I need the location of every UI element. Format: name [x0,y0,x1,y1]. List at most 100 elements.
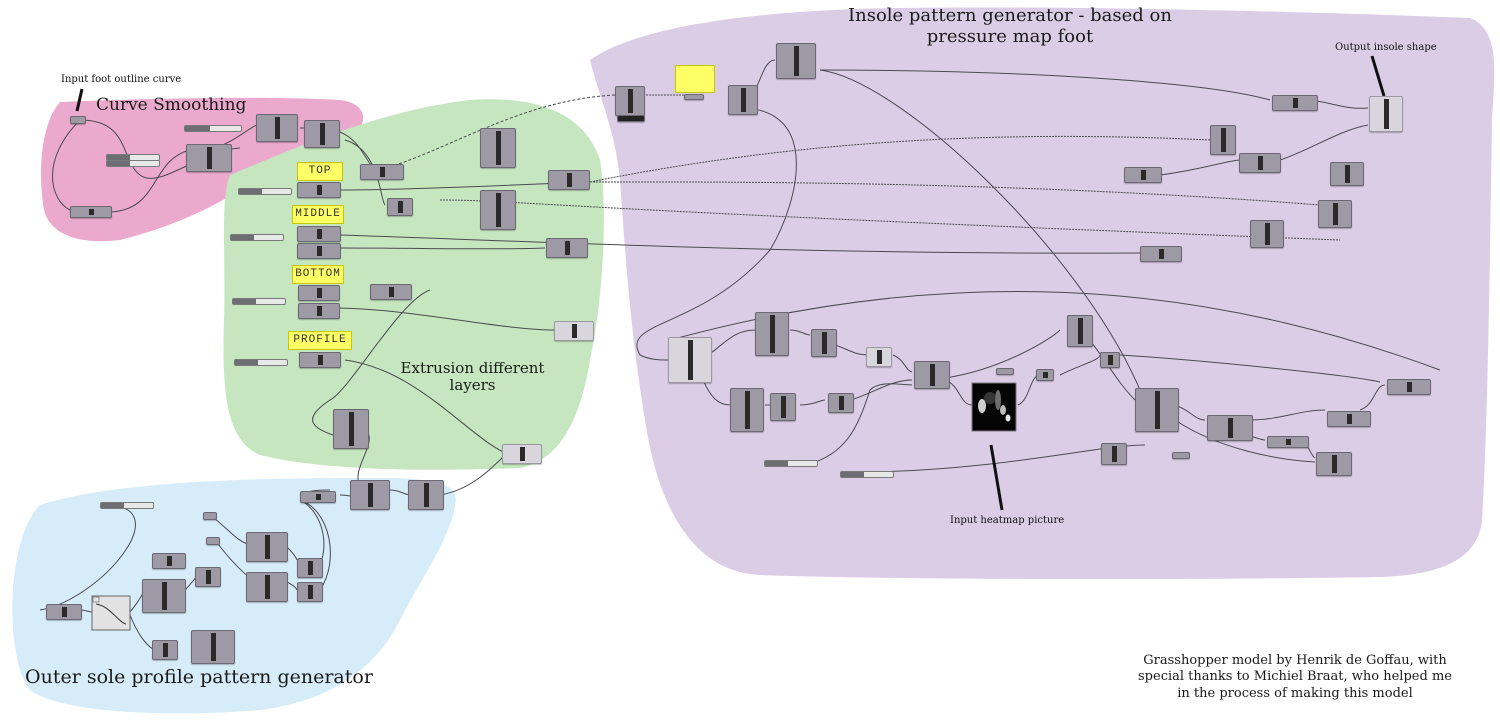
wire [814,383,913,463]
node-addition[interactable] [1101,443,1127,465]
node-boundary-surfaces[interactable] [333,409,369,449]
title-line: Insole pattern generator - based on [848,5,1172,26]
node-polygon-center[interactable] [776,43,816,79]
node-slider[interactable] [230,234,284,241]
node-divide-length[interactable] [246,532,288,562]
node-join[interactable] [360,164,404,180]
node-surface-split[interactable] [350,480,390,510]
graph-mapper[interactable] [91,595,131,631]
node-divide-length[interactable] [246,572,288,602]
node-divide[interactable] [256,114,298,142]
wire [1174,419,1316,463]
node-explode-tree[interactable] [728,85,758,115]
node-curve-param[interactable] [70,116,86,124]
node-division[interactable] [828,393,854,413]
node-mass-addition[interactable] [142,579,186,613]
group-title-extrusion: Extrusion different layers [400,359,545,395]
node-subtraction[interactable] [770,393,796,421]
node-deconstruct[interactable] [1267,436,1309,448]
node-move[interactable] [297,243,341,259]
credit-line: special thanks to Michiel Braat, who hel… [1138,669,1452,685]
node-slider[interactable] [100,502,154,509]
node-multiplication[interactable] [1067,315,1093,347]
node-move[interactable] [299,352,341,368]
node-move[interactable] [1327,411,1371,427]
node-deconstruct-domain[interactable] [730,388,764,432]
node-param[interactable] [206,537,220,545]
node-param[interactable] [996,368,1014,375]
node-surface-from-points[interactable] [1135,388,1179,432]
group-extrusion-blob [223,99,604,470]
node-slider[interactable] [232,298,286,305]
node-divide[interactable] [387,198,413,216]
wire [589,181,1321,206]
node-explode-tree[interactable] [1210,125,1236,155]
node-division[interactable] [195,567,221,587]
node-solid-union[interactable] [1330,162,1364,186]
node-cull-pattern[interactable] [408,480,444,510]
panel-top[interactable]: TOP [297,162,343,181]
node-slider[interactable] [234,359,288,366]
node-reverse[interactable] [152,640,178,660]
node-kinky-curve[interactable] [186,144,232,172]
node-explode[interactable] [304,120,340,148]
node-boundary-surfaces[interactable] [480,128,516,168]
node-list-item[interactable] [297,582,323,602]
wire [1119,354,1381,383]
node-length[interactable] [152,553,186,569]
node-panel-small[interactable] [675,65,715,93]
node-param[interactable] [203,512,217,520]
node-extrude[interactable] [546,238,588,258]
node-merge[interactable] [1100,352,1120,368]
node-move[interactable] [297,182,341,198]
panel-bottom[interactable]: BOTTOM [292,265,344,284]
node-move[interactable] [298,303,340,319]
node-param[interactable] [684,94,704,100]
heatmap-image[interactable] [971,382,1017,432]
node-deconstruct-domain[interactable] [755,312,789,356]
annotation-output-insole: Output insole shape [1335,42,1437,53]
node-image-sampler[interactable] [914,361,950,389]
node-solid-difference[interactable] [1369,96,1403,132]
node-length[interactable] [70,206,112,218]
node-subtraction[interactable] [811,329,837,357]
node-bounding-box[interactable] [615,86,645,116]
node-remap[interactable] [46,604,82,620]
node-move[interactable] [297,226,341,242]
node-slider[interactable] [764,460,818,467]
node-move[interactable] [298,285,340,301]
panel-middle[interactable]: MIDDLE [292,205,344,224]
node-bong-extrude[interactable] [1250,220,1284,248]
node-surface[interactable] [370,284,412,300]
node-move[interactable] [1387,379,1431,395]
node-param[interactable] [1172,452,1190,459]
title-line: layers [449,376,496,395]
node-extrude[interactable] [548,170,590,190]
node-multiply[interactable] [1036,369,1054,381]
title-line: Extrusion different [400,359,545,377]
node-project[interactable] [1316,452,1352,476]
wire [636,107,797,361]
node-weave[interactable] [300,491,336,503]
node-mass-addition[interactable] [191,630,235,664]
node-brep[interactable] [1124,167,1162,183]
wire [589,135,1211,183]
node-slider[interactable] [238,188,292,195]
node-slider[interactable] [106,160,160,167]
node-slider[interactable] [840,471,894,478]
node-deconstruct-rectangle[interactable] [668,337,712,383]
node-solid[interactable] [1272,95,1318,111]
wire [819,69,1141,391]
node-list-item[interactable] [297,558,323,578]
node-move[interactable] [1140,246,1182,262]
node-extrude[interactable] [1239,153,1281,173]
node-extrude[interactable] [554,321,594,341]
node-slider[interactable] [184,125,242,132]
wire [299,499,331,591]
panel-profile[interactable]: PROFILE [288,331,352,350]
node-bong-extrude[interactable] [1318,200,1352,228]
node-division[interactable] [866,347,892,367]
node-move[interactable] [1207,415,1253,441]
node-boundary-surfaces[interactable] [480,190,516,230]
node-extrude[interactable] [502,444,542,464]
